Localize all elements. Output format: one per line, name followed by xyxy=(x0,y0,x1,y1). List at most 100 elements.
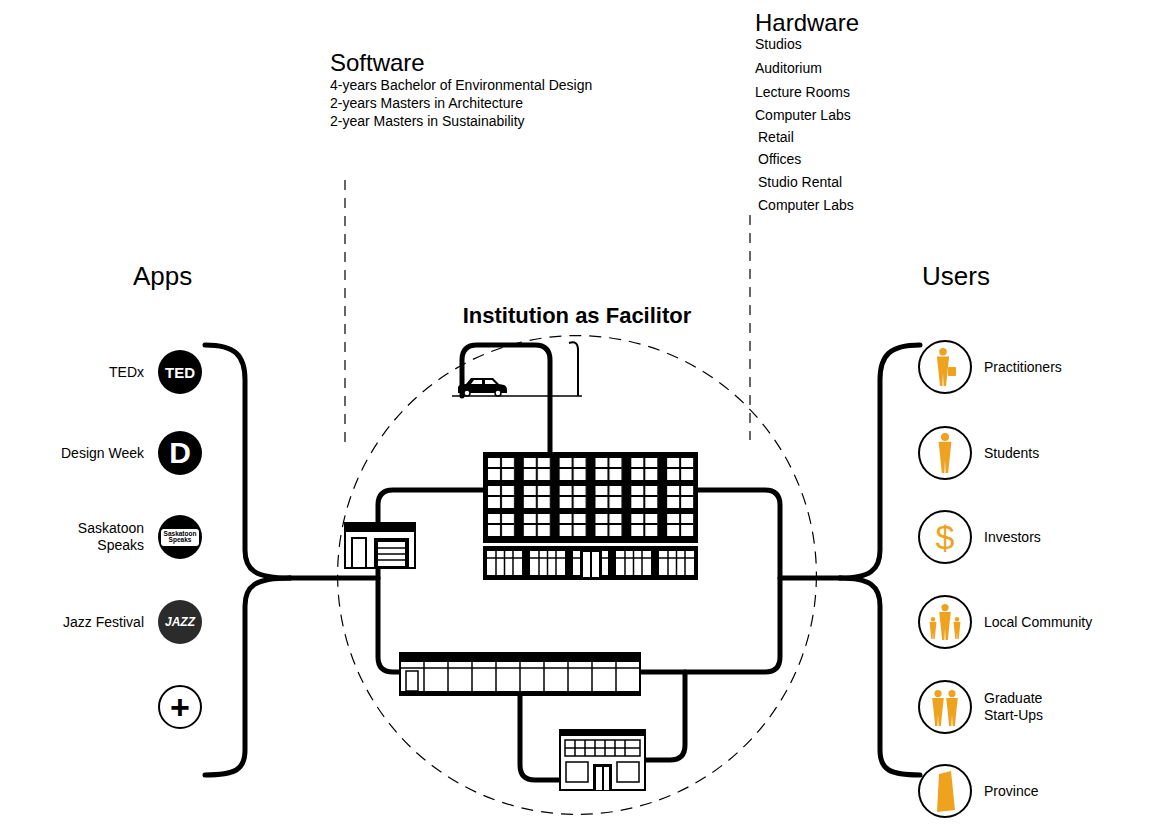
illustration-line xyxy=(378,553,405,555)
illustration-path xyxy=(520,695,560,780)
circle-title: Institution as Facilitor xyxy=(463,303,692,329)
list-item: Offices xyxy=(758,152,801,167)
logo-text: + xyxy=(170,690,190,724)
illustration-rect xyxy=(580,549,602,580)
illustration-rect xyxy=(593,764,612,790)
illustration-line xyxy=(591,662,593,691)
illustration-circle xyxy=(464,390,470,396)
network-line xyxy=(290,345,840,780)
list-item: Computer Labs xyxy=(758,198,854,213)
circle-outline xyxy=(918,426,972,480)
node-label: TEDx xyxy=(109,364,144,381)
leader-line xyxy=(749,215,750,440)
illustration-line xyxy=(378,547,405,549)
illustration-circle xyxy=(919,511,971,563)
node-label: Practitioners xyxy=(984,359,1062,376)
illustration-line xyxy=(471,662,473,691)
section-heading: Software xyxy=(330,50,425,76)
illustration-polygon xyxy=(954,622,961,639)
illustration-circle xyxy=(948,690,955,697)
logo-text: D xyxy=(169,438,191,468)
illustration-rect xyxy=(592,552,599,577)
list-item: 4-years Bachelor of Environmental Design xyxy=(330,78,592,93)
illustration-circle xyxy=(941,604,948,611)
node-label: Saskatoon Speaks xyxy=(64,520,144,554)
illustration-line xyxy=(543,662,545,691)
logo-text: $ xyxy=(936,520,955,554)
app-circle: Saskatoon SpeaksSaskatoon Speaks xyxy=(158,515,202,559)
illustration-path xyxy=(485,380,496,384)
user-circle: Students xyxy=(918,426,972,480)
illustration-polygon xyxy=(946,698,958,726)
long-building xyxy=(400,653,640,695)
node-label: Investors xyxy=(984,529,1041,546)
illustration-rect xyxy=(345,523,415,532)
illustration-circle xyxy=(159,686,201,728)
illustration-path xyxy=(645,672,685,760)
node-label: Jazz Festival xyxy=(63,614,144,631)
illustration-rect xyxy=(400,691,640,695)
list-item: Auditorium xyxy=(755,61,822,76)
illustration-circle xyxy=(919,596,971,648)
list-item: Computer Labs xyxy=(755,108,851,123)
illustration-circle xyxy=(919,341,971,393)
illustration-circle xyxy=(934,690,941,697)
illustration-rect xyxy=(400,653,640,662)
small-building xyxy=(345,523,415,568)
illustration-circle xyxy=(931,617,935,621)
illustration-g xyxy=(400,662,640,691)
circle-outline xyxy=(918,764,972,818)
illustration-path xyxy=(205,345,290,578)
illustration-rect xyxy=(948,367,956,376)
street-lamp xyxy=(569,342,578,396)
illustration-circle xyxy=(919,681,971,733)
illustration-path xyxy=(780,576,840,581)
logo-text: Saskatoon Speaks xyxy=(161,529,199,546)
user-circle: Local Community xyxy=(918,595,972,649)
user-circle: Investors$ xyxy=(918,510,972,564)
app-circle: Design WeekD xyxy=(158,431,202,475)
illustration-path xyxy=(290,576,378,581)
illustration-rect xyxy=(483,456,698,540)
section-heading: Apps xyxy=(133,262,192,291)
illustration-line xyxy=(495,662,497,691)
illustration-line xyxy=(565,747,640,749)
main-building xyxy=(483,452,698,580)
illustration-circle xyxy=(939,348,947,356)
node-label: Local Community xyxy=(984,614,1092,631)
illustration-line xyxy=(519,662,521,691)
illustration-line xyxy=(567,662,569,691)
illustration-polygon xyxy=(937,356,949,386)
illustration-circle xyxy=(941,433,949,441)
illustration-line xyxy=(378,559,405,561)
app-circle: TEDxTED xyxy=(158,350,202,394)
illustration-path xyxy=(205,578,290,775)
user-circle: Practitioners xyxy=(918,340,972,394)
list-item: 2-year Masters in Sustainability xyxy=(330,114,525,129)
illustration-path xyxy=(471,380,482,384)
illustration-path xyxy=(378,490,483,672)
illustration-path xyxy=(462,345,550,452)
illustration-circle xyxy=(338,336,817,815)
logo-text: TED xyxy=(165,365,195,380)
illustration-polygon xyxy=(939,612,951,640)
facilitator-circle: Institution as Facilitor xyxy=(337,335,817,815)
node-label: Graduate Start-Ups xyxy=(984,690,1064,724)
illustration-rect xyxy=(400,653,640,695)
illustration-rect xyxy=(406,671,418,691)
illustration-circle xyxy=(919,765,971,817)
bottom-building xyxy=(560,730,645,790)
illustration-rect xyxy=(483,452,698,580)
illustration-polygon xyxy=(932,698,944,726)
illustration-rect xyxy=(566,762,588,782)
app-circle: + xyxy=(158,685,202,729)
car xyxy=(458,378,507,396)
user-circle: Graduate Start-Ups xyxy=(918,680,972,734)
section-heading: Users xyxy=(922,262,990,291)
illustration-circle xyxy=(955,617,959,621)
illustration-rect xyxy=(560,730,645,736)
illustration-rect xyxy=(596,767,602,790)
illustration-polygon xyxy=(939,442,952,473)
circle-outline xyxy=(918,595,972,649)
